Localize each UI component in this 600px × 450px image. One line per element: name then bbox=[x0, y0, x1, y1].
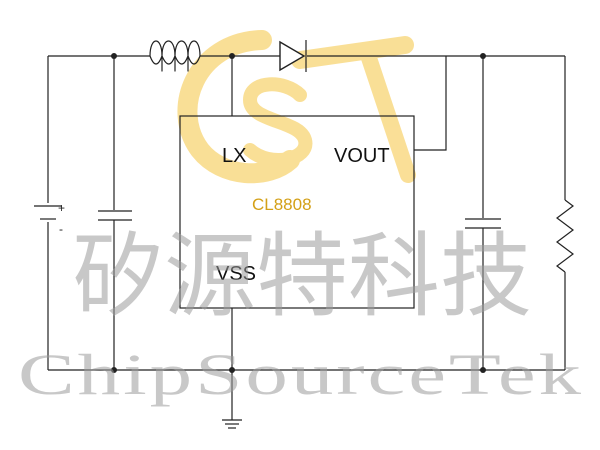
junction-dot bbox=[111, 367, 117, 373]
battery-minus-sign: - bbox=[59, 222, 63, 236]
ic-chip bbox=[179, 115, 415, 309]
input-capacitor-icon bbox=[98, 210, 132, 221]
resistor-icon bbox=[556, 199, 574, 273]
battery-plus-sign: + bbox=[58, 201, 65, 215]
junction-dot bbox=[480, 367, 486, 373]
junction-dot bbox=[229, 367, 235, 373]
part-number-label: CL8808 bbox=[252, 195, 312, 214]
vout-wire bbox=[414, 56, 447, 151]
pin-lx-label: LX bbox=[222, 145, 246, 167]
inductor-icon bbox=[149, 40, 201, 72]
junction-dot bbox=[111, 53, 117, 59]
pin-vss-label: VSS bbox=[216, 263, 256, 285]
cst-logo-icon bbox=[177, 30, 416, 184]
battery-icon: + - bbox=[34, 201, 65, 236]
pin-vout-label: VOUT bbox=[334, 145, 390, 167]
watermark-chinese: 矽源特科技 bbox=[72, 223, 532, 330]
junction-dot bbox=[480, 53, 486, 59]
watermark-english: ChipSourceTek bbox=[18, 342, 584, 407]
ground-icon bbox=[222, 370, 242, 429]
junction-dot bbox=[229, 53, 235, 59]
diode-icon bbox=[279, 40, 307, 72]
